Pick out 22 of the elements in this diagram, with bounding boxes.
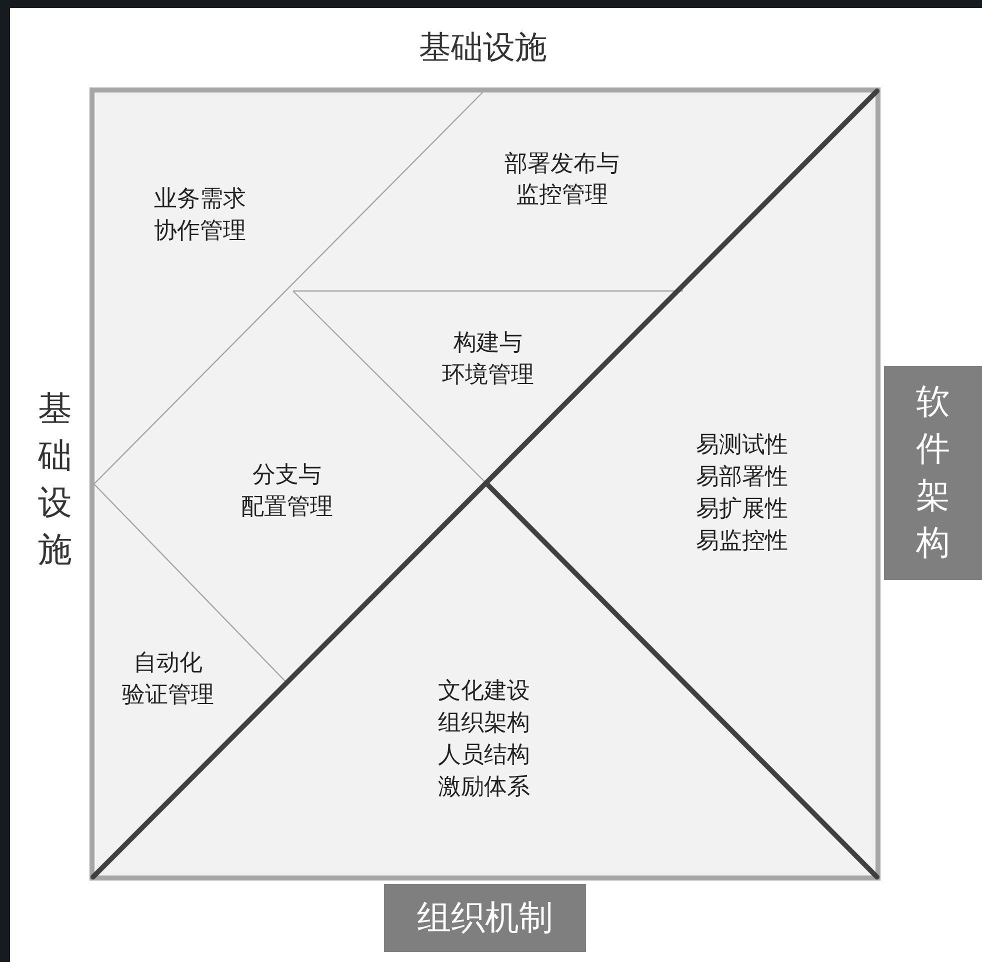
- region-label: 文化建设: [438, 678, 530, 706]
- region-label: 激励体系: [438, 774, 530, 802]
- region-label: 业务需求: [154, 186, 246, 214]
- axis-label: 软件架构: [884, 366, 982, 580]
- region-label: 验证管理: [122, 682, 214, 710]
- region-label: 部署发布与: [504, 151, 620, 179]
- region-label: 监控管理: [516, 182, 608, 210]
- axis-label: 基础设施: [38, 388, 72, 572]
- region-label: 组织架构: [438, 710, 530, 738]
- region-label: 配置管理: [241, 494, 333, 522]
- region-label: 协作管理: [154, 218, 246, 246]
- region-label: 易监控性: [696, 528, 788, 556]
- region-label: 易部署性: [696, 464, 788, 492]
- region-label: 构建与: [454, 330, 522, 358]
- axis-label: 基础设施: [419, 27, 547, 68]
- region-label: 易扩展性: [696, 496, 788, 524]
- axis-label: 组织机制: [384, 884, 586, 952]
- region-label: 分支与: [252, 462, 322, 490]
- region-label: 环境管理: [442, 362, 534, 390]
- region-label: 人员结构: [438, 742, 530, 770]
- region-label: 自动化: [134, 650, 202, 678]
- region-label: 易测试性: [696, 432, 788, 460]
